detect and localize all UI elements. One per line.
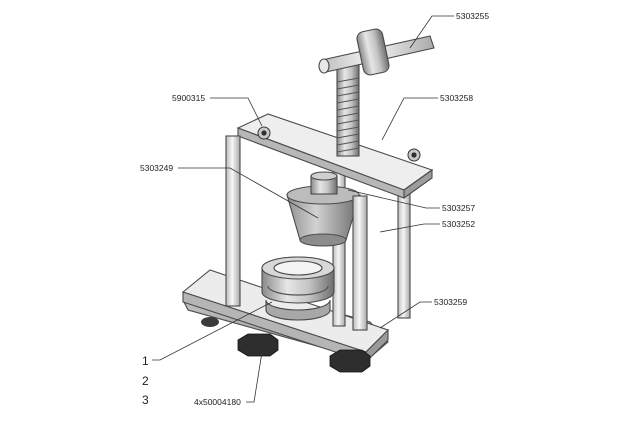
leader-lines bbox=[152, 15, 454, 403]
label-base-plate: 5303259 bbox=[434, 297, 467, 307]
label-top-plate: 5303258 bbox=[440, 93, 473, 103]
item-numbers: 1 2 3 bbox=[142, 354, 149, 407]
receiver-cup bbox=[261, 256, 335, 321]
label-handle: 5303255 bbox=[456, 11, 489, 21]
cone bbox=[286, 171, 361, 247]
t-handle bbox=[318, 28, 435, 76]
top-plate bbox=[236, 113, 434, 200]
label-rod: 5303252 bbox=[442, 219, 475, 229]
label-cone-nut: 5303257 bbox=[442, 203, 475, 213]
front-rods bbox=[225, 135, 368, 331]
item-number-3: 3 bbox=[142, 393, 149, 407]
label-top-plate-screw: 5900315 bbox=[172, 93, 205, 103]
item-number-2: 2 bbox=[142, 374, 149, 388]
label-cone: 5303249 bbox=[140, 163, 173, 173]
label-feet: 4x50004180 bbox=[194, 397, 241, 407]
feet bbox=[201, 317, 371, 373]
threaded-spindle bbox=[336, 63, 360, 157]
item-number-1: 1 bbox=[142, 354, 149, 368]
part-labels: 5303255 5303258 5900315 5303249 5303257 … bbox=[140, 11, 489, 407]
